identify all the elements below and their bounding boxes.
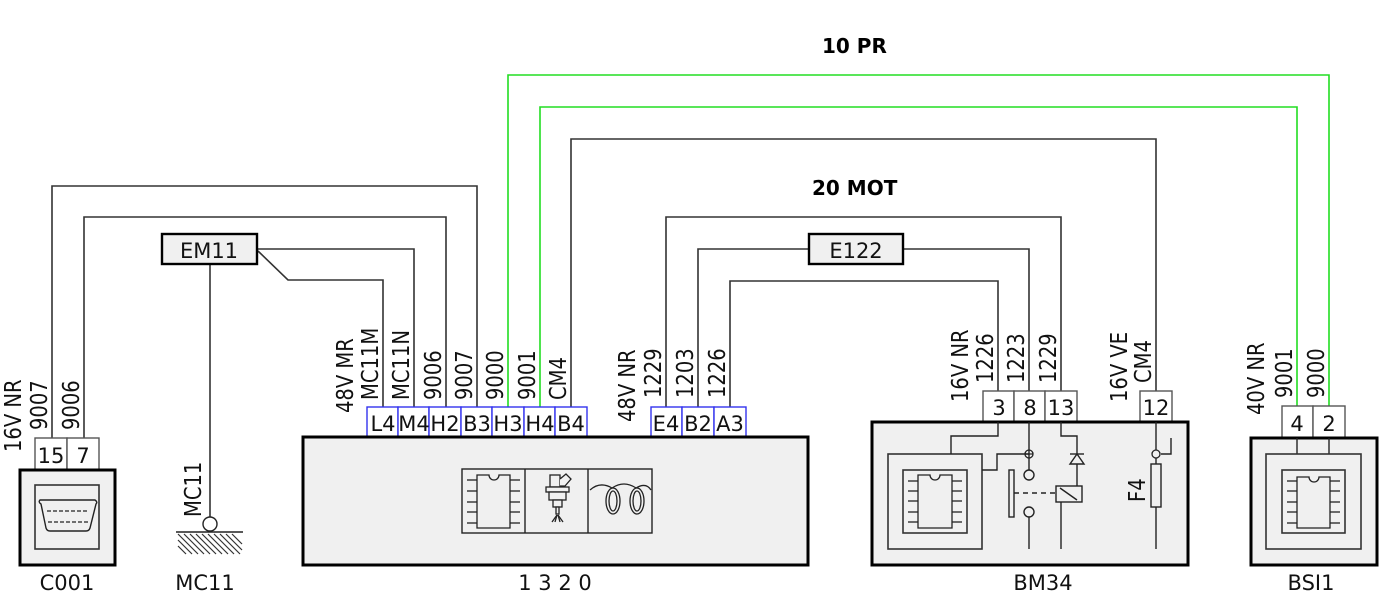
em11-label: EM11 bbox=[180, 239, 238, 263]
c001-wire-label: 9007 bbox=[27, 380, 54, 430]
pin-label: E4 bbox=[653, 412, 680, 436]
diode-icon bbox=[1068, 452, 1086, 465]
pin-label: 13 bbox=[1048, 396, 1075, 420]
wire-mc11n[interactable] bbox=[257, 248, 415, 407]
harness-title-20mot: 20 MOT bbox=[812, 176, 898, 200]
wire-1223[interactable] bbox=[903, 248, 1030, 391]
pin-label: H3 bbox=[493, 412, 522, 436]
pin-label: 7 bbox=[76, 444, 89, 468]
c001-wire-label: 9006 bbox=[59, 380, 86, 430]
wire-1203[interactable] bbox=[697, 248, 809, 407]
connector-label: 16V VE bbox=[1107, 332, 1134, 402]
pin-label: A3 bbox=[716, 412, 744, 436]
mc11-name: MC11 bbox=[175, 571, 235, 595]
wire-label: 9001 bbox=[515, 350, 542, 400]
pin-label: B2 bbox=[684, 412, 712, 436]
wire-9000[interactable] bbox=[507, 74, 1330, 407]
module-bsi1[interactable]: 40V NR 9001 9000 4 2 BSI1 bbox=[1244, 342, 1379, 595]
pin-label: 3 bbox=[992, 396, 1005, 420]
wire-1229[interactable] bbox=[665, 216, 1062, 407]
connector-48v-mr[interactable]: L4 M4 H2 B3 H3 H4 B4 bbox=[366, 406, 588, 438]
pin-label: 15 bbox=[38, 444, 65, 468]
module-1320-name: 1 3 2 0 bbox=[518, 571, 591, 595]
pin-a3[interactable] bbox=[713, 406, 747, 438]
wire-9001[interactable] bbox=[539, 106, 1298, 407]
bsi1-pin-2[interactable] bbox=[1312, 405, 1346, 439]
c001-name: C001 bbox=[40, 571, 95, 595]
e122-splice[interactable]: E122 bbox=[807, 232, 905, 266]
pin-b2[interactable] bbox=[681, 406, 715, 438]
pin-label: B4 bbox=[557, 412, 585, 436]
wire-label: 1223 bbox=[1004, 333, 1031, 383]
module-bm34[interactable]: 16V NR 1226 1223 1229 16V VE CM4 3 8 13 … bbox=[870, 329, 1190, 595]
wire-mc11m[interactable] bbox=[257, 250, 384, 407]
harness-title-10pr: 10 PR bbox=[822, 34, 887, 58]
fuse-label: F4 bbox=[1125, 478, 1152, 502]
mc11-ground[interactable]: MC11 MC11 bbox=[175, 462, 243, 595]
c001-component[interactable]: 16V NR 9007 9006 15 7 C001 bbox=[1, 379, 117, 595]
wire-label: CM4 bbox=[1131, 340, 1158, 383]
bsi1-chip-icon bbox=[1287, 476, 1340, 529]
pin-label: 8 bbox=[1023, 396, 1036, 420]
wire-9006[interactable] bbox=[83, 216, 447, 438]
coil-icon bbox=[589, 483, 652, 515]
wire-label: 9006 bbox=[421, 350, 448, 400]
connector-label: 48V MR bbox=[333, 338, 360, 413]
pin-label: L4 bbox=[370, 412, 395, 436]
connector-label: 48V NR bbox=[615, 349, 642, 422]
pin-m4[interactable] bbox=[397, 406, 430, 438]
connector-16v-nr[interactable]: 3 8 13 bbox=[982, 390, 1078, 423]
pin-label: 4 bbox=[1290, 412, 1303, 436]
module-1320[interactable]: 48V MR MC11M MC11N 9006 9007 9000 9001 C… bbox=[301, 328, 810, 595]
pin-label: 12 bbox=[1143, 396, 1170, 420]
em11-splice[interactable]: EM11 bbox=[160, 232, 259, 266]
pin-label: 2 bbox=[1322, 412, 1335, 436]
wire-label: MC11N bbox=[389, 330, 416, 400]
wire-label: CM4 bbox=[546, 357, 573, 400]
obd-connector-icon bbox=[38, 499, 98, 532]
connector-label: 16V NR bbox=[948, 329, 975, 402]
injector-icon bbox=[545, 473, 572, 523]
e122-label: E122 bbox=[829, 239, 882, 263]
pin-label: M4 bbox=[398, 412, 429, 436]
pin-b3[interactable] bbox=[460, 406, 493, 438]
ground-point-icon bbox=[202, 516, 218, 532]
connector-48v-nr[interactable]: E4 B2 A3 bbox=[650, 406, 747, 438]
relay-coil-icon bbox=[1055, 485, 1083, 503]
wire-cm4[interactable] bbox=[570, 138, 1157, 407]
wire-label: MC11M bbox=[358, 328, 385, 400]
wire-9007[interactable] bbox=[51, 185, 478, 438]
wire-label: 1203 bbox=[673, 348, 700, 398]
wire-label: 9000 bbox=[1304, 348, 1331, 398]
ground-hatch-icon bbox=[177, 533, 243, 555]
mc11-wire-label: MC11 bbox=[181, 462, 208, 517]
wire-label: 9000 bbox=[483, 350, 510, 400]
pin-13[interactable] bbox=[1044, 390, 1078, 423]
wire-label: 1229 bbox=[641, 348, 668, 398]
bsi1-cable-label: 40V NR bbox=[1244, 342, 1271, 415]
module-bm34-name: BM34 bbox=[1013, 571, 1072, 595]
c001-pin-7[interactable] bbox=[66, 437, 100, 471]
wire-label: 9007 bbox=[452, 350, 479, 400]
wire-label: 9001 bbox=[1272, 348, 1299, 398]
relay-switch-icon bbox=[1008, 469, 1056, 518]
pin-label: H2 bbox=[430, 412, 459, 436]
pin-label: B3 bbox=[463, 412, 491, 436]
ecu-chip-icon bbox=[467, 474, 520, 529]
wires bbox=[51, 74, 1330, 517]
connector-16v-ve[interactable]: 12 bbox=[1139, 390, 1173, 423]
module-bsi1-name: BSI1 bbox=[1288, 571, 1335, 595]
c001-cable-label: 16V NR bbox=[1, 379, 28, 452]
wire-label: 1226 bbox=[973, 333, 1000, 383]
bm34-chip-icon bbox=[908, 474, 962, 529]
wire-label: 1226 bbox=[705, 348, 732, 398]
pin-b4[interactable] bbox=[554, 406, 588, 438]
wire-label: 1229 bbox=[1036, 333, 1063, 383]
wire-1226[interactable] bbox=[729, 280, 999, 407]
fuse-icon bbox=[1150, 449, 1162, 508]
pin-h4[interactable] bbox=[523, 406, 556, 438]
pin-label: H4 bbox=[525, 412, 554, 436]
